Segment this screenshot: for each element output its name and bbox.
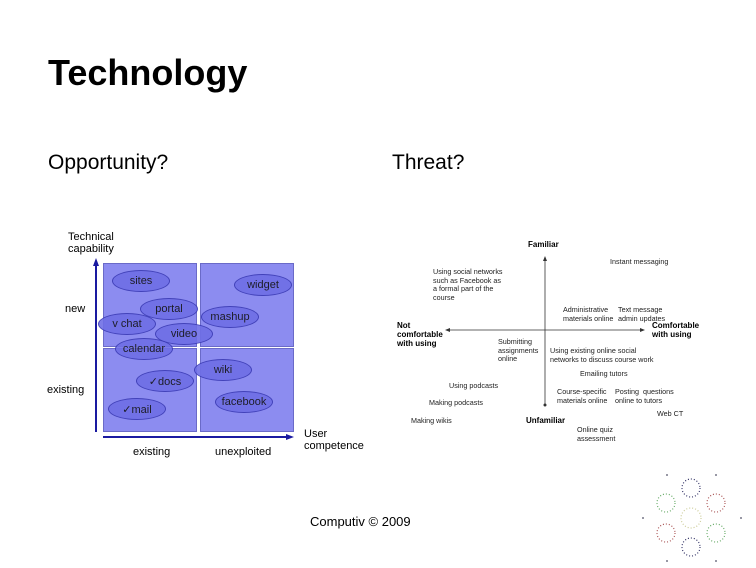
threat-item: Online quiz assessment — [577, 425, 616, 443]
axis-not-comfortable: Not comfortable with using — [397, 321, 443, 348]
item-video: video — [155, 323, 213, 345]
threat-item: Making wikis — [411, 416, 452, 425]
item-mashup: mashup — [201, 306, 259, 328]
item-widget: widget — [234, 274, 292, 296]
threat-item: Emailing tutors — [580, 369, 628, 378]
item-calendar: calendar — [115, 338, 173, 360]
threat-item: Posting questions online to tutors — [615, 387, 674, 405]
item-sites: sites — [112, 270, 170, 292]
threat-item: Instant messaging — [610, 257, 669, 266]
footer-copyright: Computiv © 2009 — [310, 514, 411, 529]
y-tick-existing: existing — [47, 384, 85, 396]
item-docs: ✓docs — [136, 370, 194, 392]
opportunity-heading: Opportunity? — [48, 151, 169, 174]
threat-item: Web CT — [657, 409, 684, 418]
threat-item: Using social networks such as Facebook a… — [433, 267, 503, 302]
y-axis-label: Technical capability — [68, 231, 114, 255]
item-mail: ✓mail — [108, 398, 166, 420]
item-portal: portal — [140, 298, 198, 320]
axis-comfortable: Comfortable with using — [652, 321, 700, 339]
x-tick-existing: existing — [133, 446, 171, 458]
x-tick-unexploited: unexploited — [215, 446, 272, 458]
item-facebook: facebook — [215, 391, 273, 413]
axis-unfamiliar: Unfamiliar — [526, 416, 566, 425]
item-wiki: wiki — [194, 359, 252, 381]
threat-item: Using existing online social networks to… — [550, 346, 654, 364]
slide-title: Technology — [48, 52, 248, 93]
threat-item: Text message admin updates — [618, 305, 666, 323]
y-tick-new: new — [65, 303, 86, 315]
threat-item: Submitting assignments online — [498, 337, 539, 363]
x-axis-label: User competence — [304, 428, 364, 452]
threat-heading: Threat? — [392, 151, 465, 174]
threat-item: Making podcasts — [429, 398, 483, 407]
threat-item: Administrative materials online — [563, 305, 614, 323]
axis-familiar: Familiar — [528, 240, 559, 249]
threat-item: Course-specific materials online — [557, 387, 608, 405]
threat-item: Using podcasts — [449, 381, 499, 390]
computiv-logo-icon — [642, 474, 742, 562]
item-v-chat: v chat — [98, 313, 156, 335]
